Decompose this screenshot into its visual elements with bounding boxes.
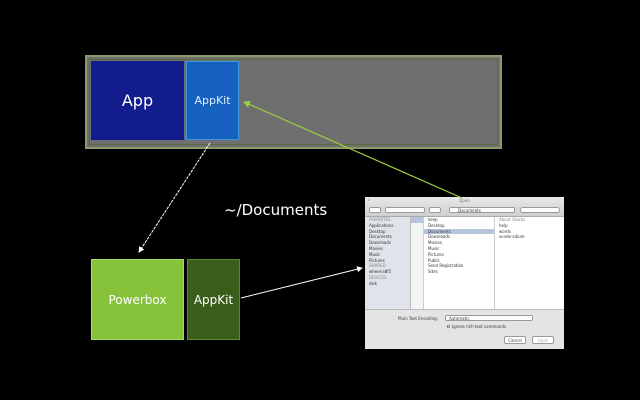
column-item[interactable]: Sites xyxy=(428,269,438,275)
shared-header: SHARED xyxy=(369,263,386,269)
arrow-appkit-to-powerbox xyxy=(138,142,211,253)
column-item[interactable]: Downloads xyxy=(428,234,450,240)
search-input[interactable] xyxy=(520,207,560,213)
favorites-header: FAVORITES xyxy=(369,217,391,222)
sidebar: FAVORITES Applications Desktop Documents… xyxy=(365,217,411,309)
sidebar-item[interactable]: Music xyxy=(369,251,381,257)
back-forward-button[interactable] xyxy=(369,207,381,213)
close-icon[interactable] xyxy=(368,199,370,201)
column-1: keep Desktop Documents Downloads Movies … xyxy=(424,217,495,309)
column-item[interactable]: Movies xyxy=(428,240,442,246)
ignore-checkbox[interactable] xyxy=(447,325,450,328)
column-item[interactable]: help xyxy=(499,222,508,228)
column-item-selected[interactable]: Documents xyxy=(424,228,494,235)
powerbox-appkit-box: AppKit xyxy=(187,259,240,340)
sidebar-item[interactable]: wheel-a8f5 xyxy=(369,269,392,275)
column-2: About Stacks help words xcode-sdium xyxy=(495,217,564,309)
open-dialog: Open Documents FAVORITES Applications De… xyxy=(365,197,564,349)
column-item[interactable]: Public xyxy=(428,257,440,263)
sidebar-item[interactable]: disk xyxy=(369,280,378,286)
toolbar: Open Documents xyxy=(365,197,564,217)
column-root xyxy=(411,217,424,309)
column-item[interactable]: xcode-sdium xyxy=(499,234,525,240)
dialog-title: Open xyxy=(459,198,470,203)
open-button[interactable]: Open xyxy=(532,336,554,344)
column-item[interactable]: Desktop xyxy=(428,222,445,228)
column-item[interactable]: keep xyxy=(428,217,438,222)
ignore-label: Ignore rich text commands xyxy=(452,324,506,329)
encoding-label: Plain Text Encoding: xyxy=(398,316,439,321)
path-label: ~/Documents xyxy=(224,201,328,219)
sidebar-item[interactable]: Applications xyxy=(369,222,394,228)
devices-header: DEVICES xyxy=(369,274,387,280)
arrow-powerbox-to-dialog xyxy=(240,266,363,299)
appkit-label: AppKit xyxy=(194,94,231,107)
column-item[interactable]: Music xyxy=(428,245,440,251)
column-item[interactable]: Send Registration xyxy=(428,263,464,269)
powerbox-box: Powerbox xyxy=(91,259,184,340)
arrow-dialog-to-appkit xyxy=(242,101,463,199)
arrange-button[interactable] xyxy=(429,207,441,213)
column-item[interactable] xyxy=(411,217,423,223)
app-label: App xyxy=(121,91,154,110)
powerbox-label: Powerbox xyxy=(108,292,167,307)
view-mode-buttons[interactable] xyxy=(385,207,425,213)
appkit-box: AppKit xyxy=(186,61,239,140)
sidebar-item[interactable]: Desktop xyxy=(369,228,386,234)
sidebar-item[interactable]: Pictures xyxy=(369,257,385,263)
column-item[interactable]: Pictures xyxy=(428,251,444,257)
sidebar-item[interactable]: Movies xyxy=(369,245,383,251)
app-box: App xyxy=(91,61,184,140)
cancel-button[interactable]: Cancel xyxy=(504,336,526,344)
powerbox-appkit-label: AppKit xyxy=(193,292,234,307)
location-popup[interactable]: Documents xyxy=(449,207,515,213)
encoding-select[interactable]: Automatic xyxy=(445,315,533,321)
column-item[interactable]: words xyxy=(499,228,511,234)
options-panel: Plain Text Encoding: Automatic Ignore ri… xyxy=(365,309,564,349)
sidebar-item[interactable]: Documents xyxy=(369,234,392,240)
sidebar-item[interactable]: Downloads xyxy=(369,240,391,246)
column-item[interactable]: About Stacks xyxy=(499,217,526,222)
